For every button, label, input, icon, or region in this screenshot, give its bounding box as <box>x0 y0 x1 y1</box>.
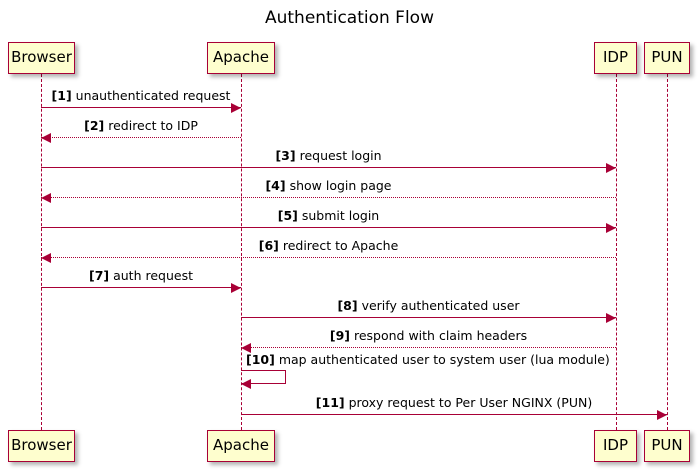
message-4-label: [4] show login page <box>265 178 392 193</box>
lifeline-apache <box>241 74 242 430</box>
lifeline-browser <box>41 74 42 430</box>
message-10-selfloop <box>241 370 286 384</box>
message-11-arrowhead <box>657 410 667 420</box>
message-6-line <box>41 257 616 258</box>
message-4-line <box>41 197 616 198</box>
message-4-arrowhead <box>41 193 51 203</box>
message-5-label: [5] submit login <box>277 208 380 223</box>
diagram-title: Authentication Flow <box>264 8 434 28</box>
lifeline-pun <box>667 74 668 430</box>
message-9-line <box>241 347 616 348</box>
participant-idp-label-footer: IDP <box>602 436 629 454</box>
message-2-line <box>41 137 241 138</box>
message-7-line <box>41 287 241 288</box>
participant-idp-label: IDP <box>602 48 629 66</box>
message-6-label: [6] redirect to Apache <box>258 238 399 253</box>
message-5-line <box>41 227 616 228</box>
participant-browser-label: Browser <box>11 48 72 66</box>
message-1-arrowhead <box>231 103 241 113</box>
message-9-arrowhead <box>241 343 251 353</box>
message-3-arrowhead <box>606 163 616 173</box>
message-1-label: [1] unauthenticated request <box>51 88 231 103</box>
lifeline-idp <box>616 74 617 430</box>
message-5-arrowhead <box>606 223 616 233</box>
message-10-arrowhead <box>241 379 251 389</box>
message-3-line <box>41 167 616 168</box>
message-8-arrowhead <box>606 313 616 323</box>
participant-browser-header[interactable]: Browser <box>8 42 75 74</box>
participant-browser-footer[interactable]: Browser <box>8 430 75 462</box>
message-8-line <box>241 317 616 318</box>
participant-pun-header[interactable]: PUN <box>644 42 690 74</box>
message-9-label: [9] respond with claim headers <box>329 328 528 343</box>
participant-apache-footer[interactable]: Apache <box>207 430 275 462</box>
message-11-label: [11] proxy request to Per User NGINX (PU… <box>315 395 593 410</box>
message-2-label: [2] redirect to IDP <box>84 118 198 133</box>
message-6-arrowhead <box>41 253 51 263</box>
message-7-arrowhead <box>231 283 241 293</box>
participant-idp-footer[interactable]: IDP <box>594 430 637 462</box>
message-3-label: [3] request login <box>275 148 382 163</box>
message-7-label: [7] auth request <box>88 268 193 283</box>
message-1-line <box>41 107 241 108</box>
participant-pun-footer[interactable]: PUN <box>644 430 690 462</box>
message-2-arrowhead <box>41 133 51 143</box>
message-11-line <box>241 414 667 415</box>
participant-apache-header[interactable]: Apache <box>207 42 275 74</box>
participant-pun-label: PUN <box>651 48 683 66</box>
participant-apache-label-footer: Apache <box>213 436 269 454</box>
message-8-label: [8] verify authenticated user <box>337 298 520 313</box>
message-10-label: [10] map authenticated user to system us… <box>246 352 610 367</box>
participant-pun-label-footer: PUN <box>651 436 683 454</box>
participant-apache-label: Apache <box>213 48 269 66</box>
participant-idp-header[interactable]: IDP <box>594 42 637 74</box>
participant-browser-label-footer: Browser <box>11 436 72 454</box>
